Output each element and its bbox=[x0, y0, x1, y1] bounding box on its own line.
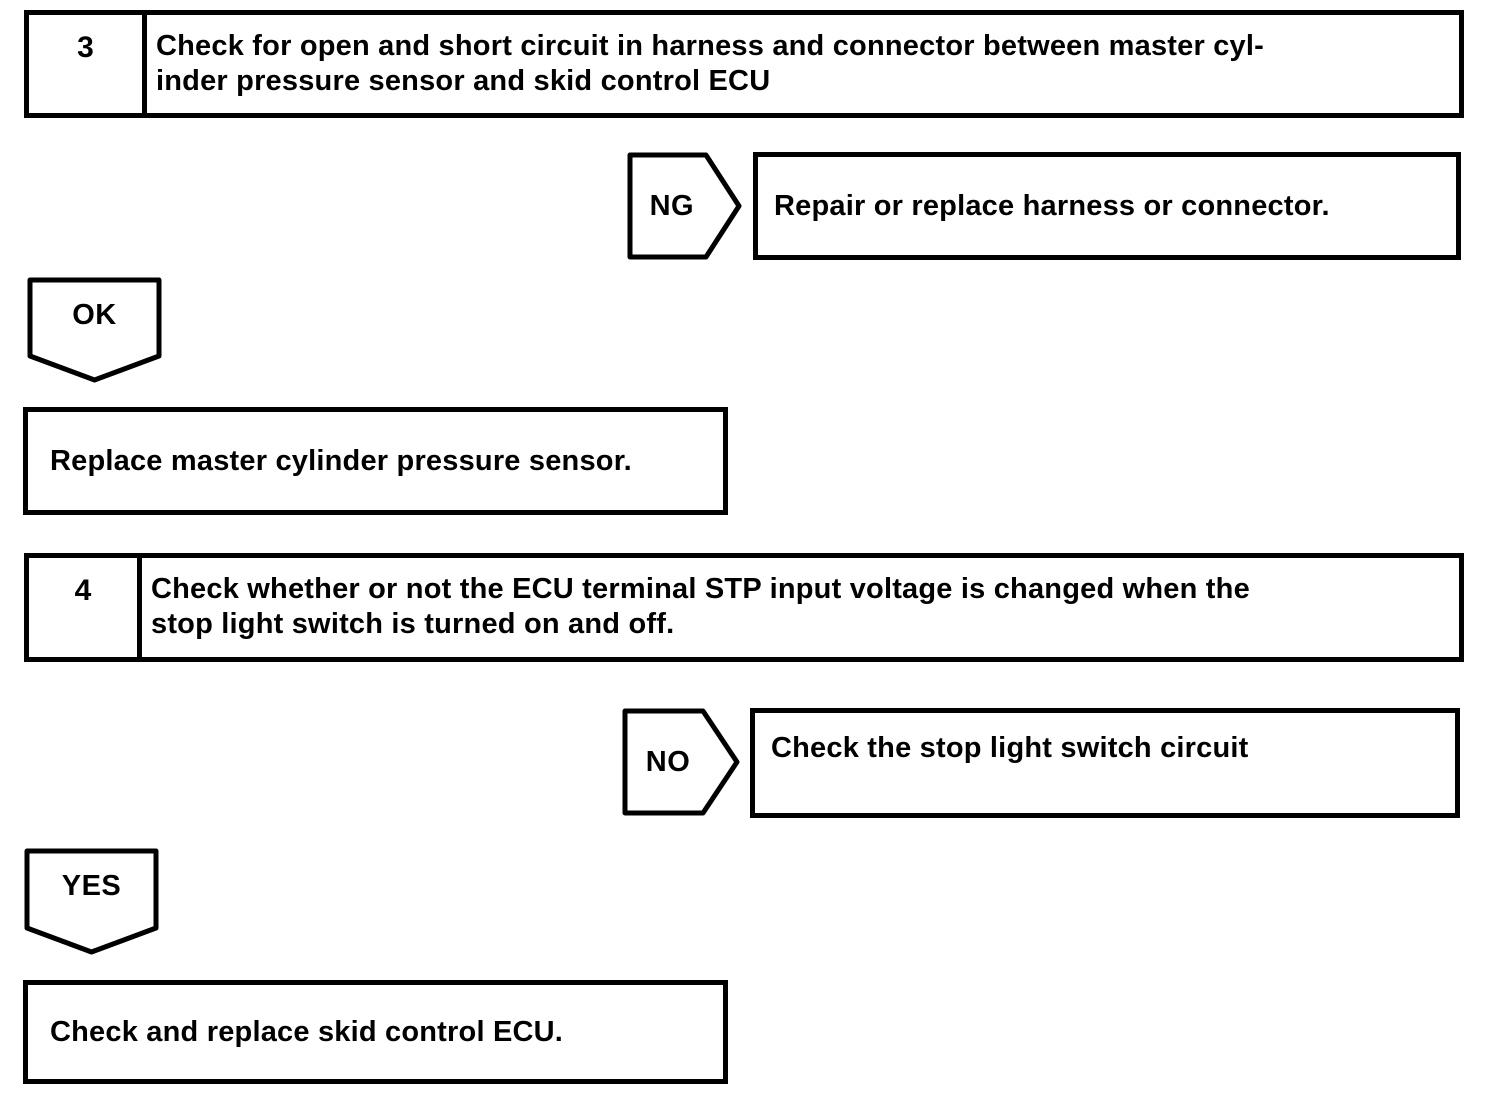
step-4-instruction: Check whether or not the ECU terminal ST… bbox=[142, 558, 1459, 657]
ng-result-text: Repair or replace harness or connector. bbox=[774, 189, 1330, 222]
no-result-box: Check the stop light switch circuit bbox=[750, 708, 1460, 818]
no-result-text: Check the stop light switch circuit bbox=[771, 732, 1249, 764]
step-box-4: 4 Check whether or not the ECU terminal … bbox=[24, 553, 1464, 662]
step-box-3: 3 Check for open and short circuit in ha… bbox=[24, 10, 1464, 118]
ok-arrow: OK bbox=[27, 277, 162, 383]
ok-arrow-label: OK bbox=[72, 298, 117, 331]
step-3-instruction: Check for open and short circuit in harn… bbox=[147, 15, 1459, 113]
yes-arrow-label: YES bbox=[61, 870, 122, 903]
ng-arrow: NG bbox=[627, 152, 742, 260]
no-arrow: NO bbox=[622, 708, 740, 816]
ok-result-text: Replace master cylinder pressure sensor. bbox=[50, 444, 632, 477]
step-number-3: 3 bbox=[29, 15, 147, 113]
down-pentagon-icon bbox=[24, 848, 159, 955]
no-arrow-label: NO bbox=[645, 745, 691, 778]
right-pentagon-icon bbox=[627, 152, 742, 260]
step-3-instruction-line1: Check for open and short circuit in harn… bbox=[156, 30, 1264, 62]
yes-arrow: YES bbox=[24, 848, 159, 955]
ng-result-box: Repair or replace harness or connector. bbox=[753, 152, 1461, 260]
ok-result-box: Replace master cylinder pressure sensor. bbox=[23, 407, 728, 515]
step-4-instruction-line2: stop light switch is turned on and off. bbox=[151, 608, 675, 640]
yes-result-text: Check and replace skid control ECU. bbox=[50, 1015, 564, 1048]
right-pentagon-icon bbox=[622, 708, 740, 816]
step-4-instruction-line1: Check whether or not the ECU terminal ST… bbox=[151, 573, 1250, 605]
step-3-instruction-line2: inder pressure sensor and skid control E… bbox=[156, 65, 771, 97]
step-number-4: 4 bbox=[29, 558, 142, 657]
down-pentagon-icon bbox=[27, 277, 162, 383]
ng-arrow-label: NG bbox=[649, 189, 695, 222]
yes-result-box: Check and replace skid control ECU. bbox=[23, 980, 728, 1084]
